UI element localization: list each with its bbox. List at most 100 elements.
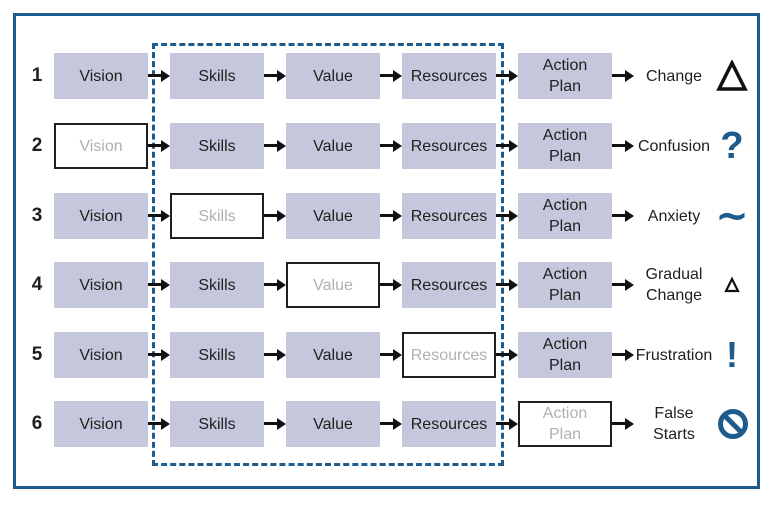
arrow-0-2	[380, 70, 402, 82]
arrow-head	[277, 418, 286, 430]
arrow-shaft	[612, 422, 626, 425]
box-vision: Vision	[54, 123, 148, 169]
arrow-shaft	[380, 74, 394, 77]
arrow-5-2	[380, 418, 402, 430]
box-vision: Vision	[54, 332, 148, 378]
arrow-head	[277, 140, 286, 152]
row-number: 2	[31, 135, 43, 156]
arrow-shaft	[496, 353, 510, 356]
arrow-shaft	[496, 422, 510, 425]
delta-large-icon-shape	[716, 60, 748, 91]
arrow-1-1	[264, 140, 286, 152]
arrow-shaft	[380, 144, 394, 147]
arrow-4-0	[148, 349, 170, 361]
arrow-shaft	[148, 283, 162, 286]
delta-small-icon	[722, 275, 742, 295]
arrow-head	[393, 140, 402, 152]
exclamation-icon: !	[726, 334, 738, 375]
outcome-label: Anxiety	[647, 207, 701, 225]
box-value: Value	[286, 123, 380, 169]
row-number: 1	[31, 65, 43, 86]
outcome-label: Change	[645, 67, 703, 85]
box-skills: Skills	[170, 401, 264, 447]
arrow-head	[625, 349, 634, 361]
outcome-label: Frustration	[635, 346, 713, 364]
arrow-head	[509, 418, 518, 430]
arrow-4-3	[496, 349, 518, 361]
arrow-5-1	[264, 418, 286, 430]
box-value: Value	[286, 193, 380, 239]
arrow-head	[509, 70, 518, 82]
arrow-shaft	[380, 283, 394, 286]
box-skills: Skills	[170, 332, 264, 378]
arrow-head	[509, 349, 518, 361]
arrow-0-1	[264, 70, 286, 82]
row-number: 3	[31, 205, 43, 226]
row-number: 4	[31, 274, 43, 295]
arrow-head	[161, 70, 170, 82]
box-value: Value	[286, 262, 380, 308]
box-value: Value	[286, 332, 380, 378]
arrow-2-4	[612, 210, 634, 222]
arrow-shaft	[612, 214, 626, 217]
arrow-head	[393, 418, 402, 430]
arrow-shaft	[264, 422, 278, 425]
box-resources: Resources	[402, 53, 496, 99]
arrow-shaft	[264, 214, 278, 217]
arrow-shaft	[496, 144, 510, 147]
arrow-shaft	[612, 353, 626, 356]
arrow-1-4	[612, 140, 634, 152]
arrow-3-0	[148, 279, 170, 291]
arrow-head	[161, 140, 170, 152]
arrow-head	[161, 349, 170, 361]
arrow-5-3	[496, 418, 518, 430]
arrow-1-2	[380, 140, 402, 152]
arrow-3-4	[612, 279, 634, 291]
row-number: 6	[31, 413, 43, 434]
arrow-0-4	[612, 70, 634, 82]
box-vision: Vision	[54, 401, 148, 447]
arrow-2-2	[380, 210, 402, 222]
arrow-shaft	[148, 353, 162, 356]
no-sign-icon-shape	[718, 409, 748, 439]
arrow-head	[161, 210, 170, 222]
box-resources: Resources	[402, 193, 496, 239]
arrow-5-0	[148, 418, 170, 430]
arrow-3-2	[380, 279, 402, 291]
arrow-head	[393, 279, 402, 291]
arrow-0-3	[496, 70, 518, 82]
question-icon: ?	[720, 125, 744, 167]
row-number: 5	[31, 344, 43, 365]
arrow-shaft	[148, 74, 162, 77]
arrow-shaft	[612, 74, 626, 77]
arrow-head	[509, 140, 518, 152]
box-resources: Resources	[402, 123, 496, 169]
arrow-head	[393, 210, 402, 222]
arrow-head	[161, 279, 170, 291]
arrow-5-4	[612, 418, 634, 430]
arrow-4-1	[264, 349, 286, 361]
box-value: Value	[286, 53, 380, 99]
box-resources: Resources	[402, 332, 496, 378]
arrow-shaft	[496, 283, 510, 286]
arrow-4-4	[612, 349, 634, 361]
arrow-shaft	[612, 283, 626, 286]
arrow-1-3	[496, 140, 518, 152]
arrow-head	[625, 70, 634, 82]
arrow-head	[277, 210, 286, 222]
delta-large-icon	[716, 60, 748, 92]
arrow-1-0	[148, 140, 170, 152]
box-skills: Skills	[170, 123, 264, 169]
